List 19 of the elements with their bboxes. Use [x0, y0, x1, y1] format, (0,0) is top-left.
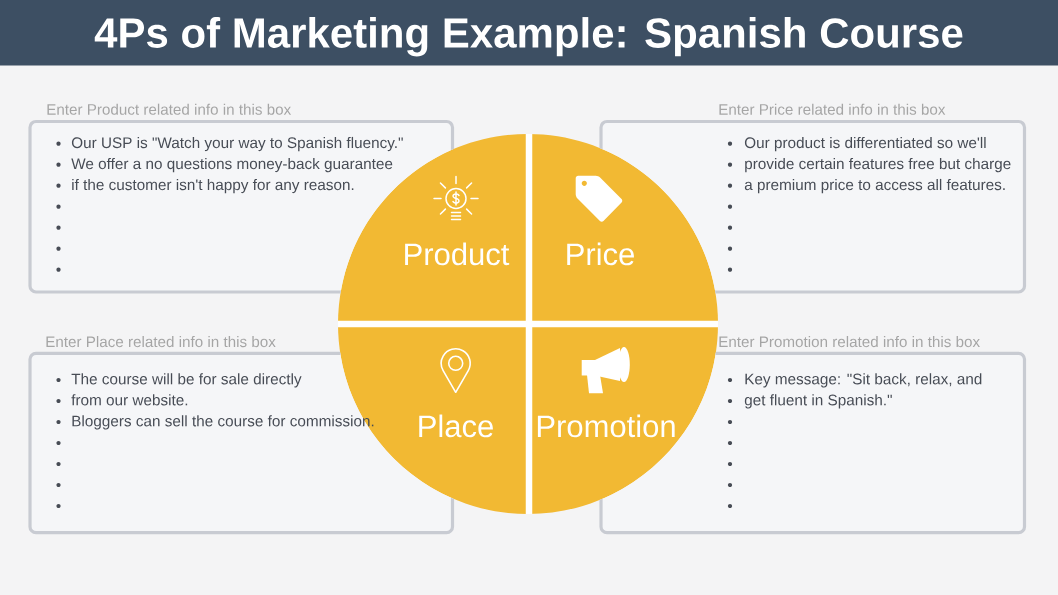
- title-bar: 4Ps of Marketing Example: Spanish Course: [0, 0, 1058, 66]
- box-heading: Enter Place related info in this box: [46, 335, 276, 348]
- list-item: We offer a no questions money-back guarantee: [71, 157, 393, 173]
- list-item: if the customer isn't happy for any reason.: [72, 178, 354, 194]
- box-heading: Enter Product related info in this box: [47, 103, 292, 115]
- list-item: Our USP is "Watch your way to Spanish fluency.": [71, 136, 403, 152]
- box-heading: Enter Promotion related info in this box: [719, 335, 980, 348]
- quadrant-label: Place: [419, 414, 493, 438]
- box-heading: Enter Price related info in this box: [719, 103, 946, 115]
- list-item: a premium price to access all features.: [744, 178, 1005, 194]
- quadrant-label: Price: [567, 242, 634, 266]
- list-item: Our product is differentiated so we'll: [744, 136, 986, 152]
- list-item: The course will be for sale directly: [71, 373, 302, 388]
- list-item: get fluent in Spanish.": [744, 394, 892, 409]
- list-item: from our website.: [71, 394, 188, 406]
- list-item: provide certain features free but charge: [745, 157, 1011, 173]
- list-item: Key message: "Sit back, relax, and: [745, 373, 982, 388]
- quadrant-label: Product: [405, 242, 510, 266]
- quadrant-label: Promotion: [537, 414, 675, 438]
